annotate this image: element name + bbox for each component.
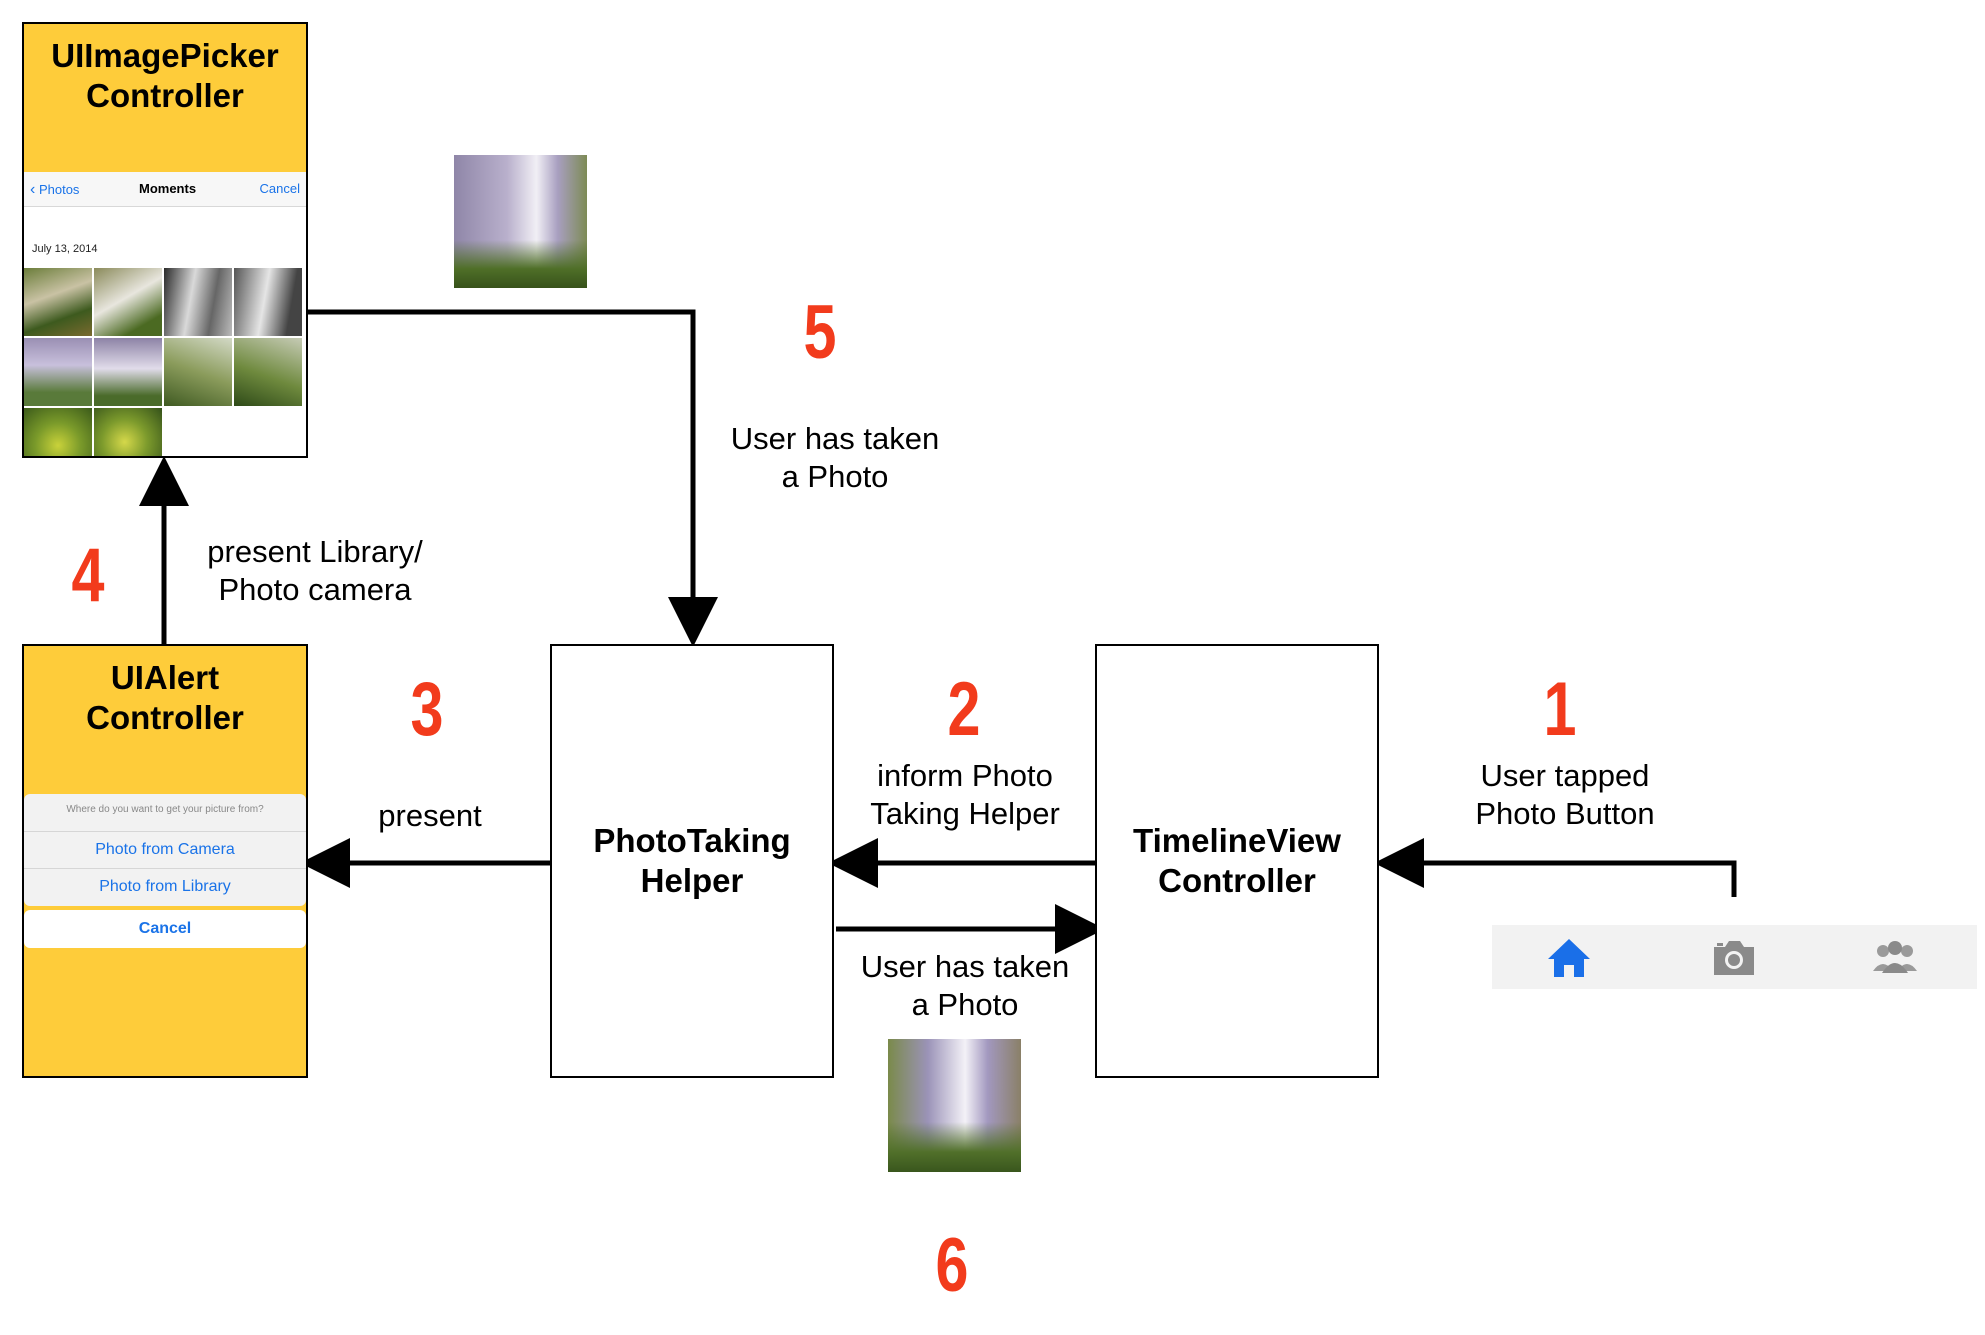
photo-thumbnail[interactable] bbox=[164, 338, 232, 406]
photo-thumbnail[interactable] bbox=[24, 338, 92, 406]
arrow-step-5 bbox=[307, 309, 718, 647]
image-picker-title: UIImagePicker Controller bbox=[51, 37, 279, 114]
step-number-6: 6 bbox=[935, 1223, 969, 1308]
label-user-has-taken-top: User has taken a Photo bbox=[730, 421, 940, 494]
picker-date-label: July 13, 2014 bbox=[32, 243, 98, 255]
waterfall-photo-top bbox=[454, 155, 587, 288]
photo-thumbnail[interactable] bbox=[94, 268, 162, 336]
tab-bar bbox=[1492, 925, 1977, 989]
photo-thumbnail[interactable] bbox=[234, 268, 302, 336]
label-inform-helper: inform Photo Taking Helper bbox=[870, 758, 1060, 831]
photo-thumbnail[interactable] bbox=[24, 268, 92, 336]
photo-thumbnail[interactable] bbox=[24, 408, 92, 456]
step-number-4: 4 bbox=[71, 533, 105, 618]
picker-nav-bar: ‹ Photos Moments Cancel bbox=[24, 172, 306, 207]
picker-back-button[interactable]: ‹ Photos bbox=[30, 181, 80, 198]
image-picker-screen: UIImagePicker Controller ‹ Photos Moment… bbox=[22, 22, 308, 458]
step-number-3: 3 bbox=[410, 667, 444, 752]
label-present-library: present Library/ Photo camera bbox=[207, 534, 423, 607]
label-user-has-taken-bottom: User has taken a Photo bbox=[860, 949, 1070, 1022]
picker-cancel-button[interactable]: Cancel bbox=[259, 181, 300, 196]
label-user-tapped: User tapped Photo Button bbox=[1475, 758, 1655, 831]
friends-icon[interactable] bbox=[1870, 933, 1920, 981]
step-number-2: 2 bbox=[947, 667, 981, 752]
camera-icon[interactable] bbox=[1709, 933, 1759, 981]
arrow-step-1 bbox=[1374, 838, 1737, 897]
photo-from-camera-button[interactable]: Photo from Camera bbox=[24, 831, 306, 868]
photo-from-library-button[interactable]: Photo from Library bbox=[24, 868, 306, 905]
picker-nav-title: Moments bbox=[139, 181, 197, 196]
alert-controller-screen: UIAlert Controller Where do you want to … bbox=[22, 644, 308, 1078]
photo-taking-helper-box: PhotoTaking Helper bbox=[550, 644, 834, 1078]
home-icon[interactable] bbox=[1544, 933, 1594, 981]
chevron-left-icon: ‹ bbox=[30, 181, 36, 198]
photo-thumbnail[interactable] bbox=[94, 338, 162, 406]
label-present: present bbox=[378, 798, 482, 833]
picker-photo-grid: July 13, 2014 bbox=[24, 207, 306, 456]
alert-controller-title: UIAlert Controller bbox=[86, 659, 244, 736]
alert-prompt: Where do you want to get your picture fr… bbox=[66, 804, 264, 815]
step-number-1: 1 bbox=[1543, 667, 1577, 752]
timeline-view-controller-box: TimelineView Controller bbox=[1095, 644, 1379, 1078]
alert-action-sheet: Where do you want to get your picture fr… bbox=[24, 794, 306, 906]
alert-cancel-button[interactable]: Cancel bbox=[24, 910, 306, 948]
waterfall-photo-bottom bbox=[888, 1039, 1021, 1172]
photo-thumbnail[interactable] bbox=[94, 408, 162, 456]
photo-thumbnail[interactable] bbox=[234, 338, 302, 406]
photo-thumbnail[interactable] bbox=[164, 268, 232, 336]
step-number-5: 5 bbox=[803, 290, 837, 375]
